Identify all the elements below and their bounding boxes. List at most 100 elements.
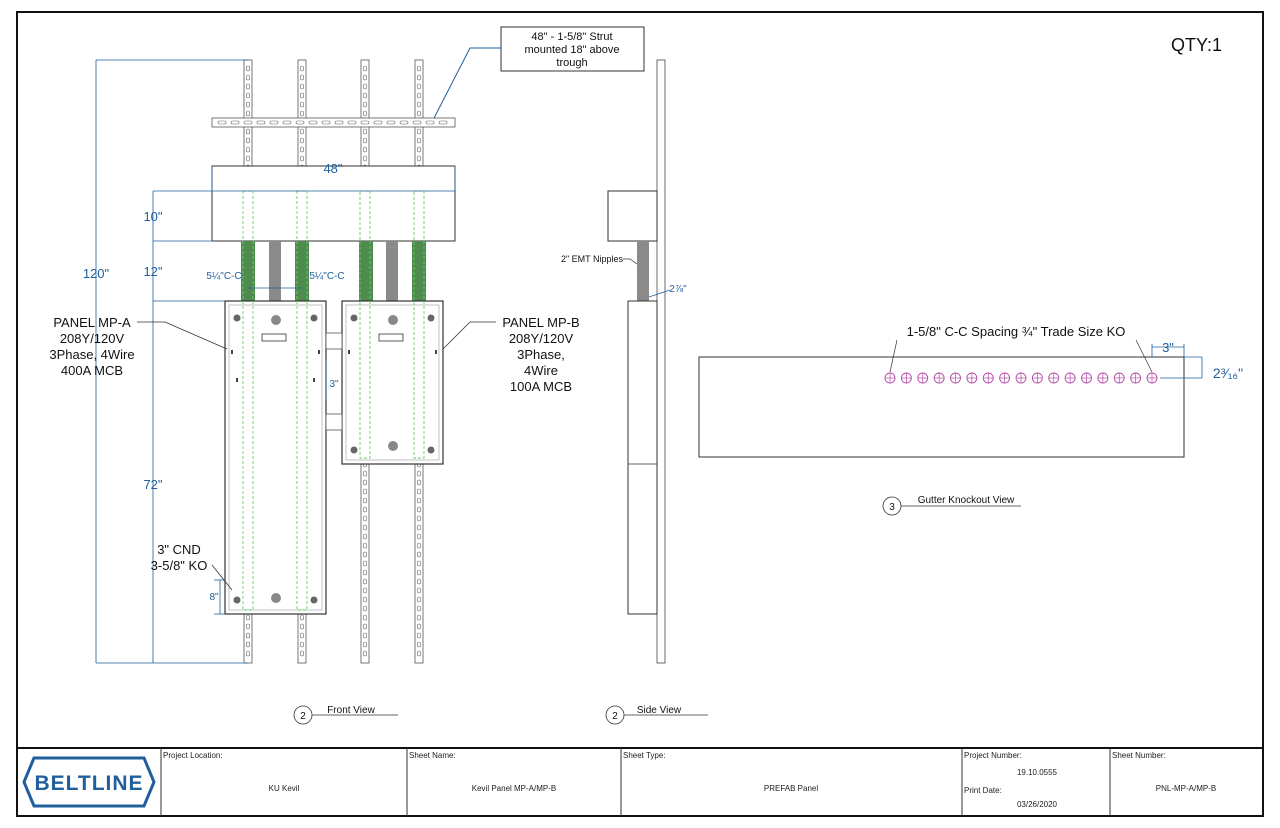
- knockout: [966, 372, 978, 384]
- view-title-front: 2 Front View: [293, 705, 398, 725]
- side-panel: [627, 300, 658, 615]
- svg-text:100A MCB: 100A MCB: [510, 379, 572, 394]
- qty-label: QTY:1: [1171, 35, 1222, 55]
- side-view-drawing: 2" EMT Nipples 2⅞": [561, 59, 687, 664]
- dim-cc-a: 5¼"C-C: [206, 270, 241, 282]
- side-trough: [607, 190, 658, 242]
- knockout: [999, 372, 1011, 384]
- trough: [211, 165, 456, 242]
- svg-text:2: 2: [300, 711, 306, 722]
- knockout: [1081, 372, 1092, 384]
- strut-callout: 48" - 1-5/8" Strut mounted 18" above tro…: [431, 26, 645, 123]
- side-strut: [656, 59, 666, 664]
- dim-side-278: 2⅞": [669, 284, 687, 295]
- panel-mp-a: [224, 300, 327, 615]
- project-number-label: Project Number:: [964, 751, 1022, 760]
- knockout: [982, 372, 994, 384]
- project-number-value: 19.10.0555: [1017, 768, 1058, 777]
- dim-12: 12": [143, 264, 162, 279]
- knockout: [1031, 372, 1043, 384]
- knockout: [917, 372, 929, 384]
- dimension-lines: [95, 59, 456, 664]
- strut-slot: [386, 120, 396, 125]
- panel-b-label: PANEL MP-B 208Y/120V 3Phase, 4Wire 100A …: [442, 315, 580, 394]
- panel-mp-b: [341, 300, 444, 465]
- front-view-drawing: 120" 48" 10" 12" 72" 3" 8" 5¼"C-C 5¼"C-C…: [49, 59, 580, 664]
- print-date-value: 03/26/2020: [1017, 800, 1058, 809]
- conduit-gray-2: [386, 241, 398, 301]
- strut-slot: [373, 120, 383, 125]
- strut-callout-line1: 48" - 1-5/8" Strut: [531, 31, 612, 43]
- view-title-gutter: 3 Gutter Knockout View: [882, 495, 1021, 516]
- panel-a-label: PANEL MP-A 208Y/120V 3Phase, 4Wire 400A …: [49, 315, 228, 378]
- svg-text:3-5/8" KO: 3-5/8" KO: [151, 558, 208, 573]
- strut-slot: [269, 120, 279, 125]
- svg-text:2: 2: [612, 711, 618, 722]
- strut-slot: [295, 120, 305, 125]
- sheet-type-label: Sheet Type:: [623, 751, 666, 760]
- sheet-number-value: PNL-MP-A/MP-B: [1156, 784, 1216, 793]
- strut-slot: [217, 120, 227, 125]
- strut-slot: [256, 120, 266, 125]
- conduit-gray-1: [269, 241, 281, 301]
- svg-text:Side View: Side View: [637, 705, 682, 716]
- knockout: [1015, 372, 1027, 384]
- title-block: BELTLINE Project Location: KU Kevil Shee…: [17, 747, 1263, 816]
- svg-text:Gutter Knockout View: Gutter Knockout View: [918, 495, 1015, 506]
- strut-slot: [347, 120, 357, 125]
- svg-text:Front View: Front View: [327, 705, 375, 716]
- knockout: [1146, 372, 1158, 384]
- side-emt-nipple: [637, 241, 649, 301]
- svg-text:208Y/120V: 208Y/120V: [60, 331, 125, 346]
- knockout: [933, 372, 945, 384]
- conduit-green-2: [295, 241, 309, 301]
- strut-slot: [360, 120, 370, 125]
- knockout-row: [884, 372, 1158, 384]
- svg-text:400A MCB: 400A MCB: [61, 363, 123, 378]
- strut-slot: [438, 120, 448, 125]
- knockout: [1113, 372, 1125, 384]
- strut-slot: [334, 120, 344, 125]
- strut-slot: [425, 120, 435, 125]
- dim-48: 48": [323, 161, 342, 176]
- svg-text:PANEL MP-B: PANEL MP-B: [502, 315, 579, 330]
- knockout: [884, 372, 896, 384]
- dim-gutter-2316: 2³⁄₁₆": [1213, 365, 1243, 381]
- project-location-value: KU Kevil: [269, 784, 300, 793]
- knockout: [1064, 372, 1076, 384]
- knockout: [1097, 372, 1109, 384]
- sheet-name-value: Kevil Panel MP-A/MP-B: [472, 784, 556, 793]
- dim-120: 120": [83, 266, 110, 281]
- knockout: [900, 372, 912, 384]
- dim-gutter-3: 3": [1162, 340, 1174, 355]
- sheet-type-value: PREFAB Panel: [764, 784, 818, 793]
- ko-spacing-callout: 1-5/8" C-C Spacing ¾" Trade Size KO: [907, 324, 1126, 339]
- print-date-label: Print Date:: [964, 786, 1002, 795]
- dim-8: 8": [209, 592, 219, 603]
- strut-slot: [230, 120, 240, 125]
- knockout: [950, 372, 961, 384]
- view-title-side: 2 Side View: [605, 705, 708, 725]
- conduit-green-1: [241, 241, 255, 301]
- svg-text:3Phase, 4Wire: 3Phase, 4Wire: [49, 347, 134, 362]
- strut-slot: [243, 120, 253, 125]
- strut-slot: [308, 120, 318, 125]
- panel-nipple-top: [325, 332, 343, 350]
- svg-text:PANEL MP-A: PANEL MP-A: [53, 315, 131, 330]
- sheet-name-label: Sheet Name:: [409, 751, 456, 760]
- dim-10: 10": [143, 209, 162, 224]
- gutter-knockout-drawing: 1-5/8" C-C Spacing ¾" Trade Size KO 3" 2…: [698, 324, 1243, 458]
- dim-72: 72": [143, 477, 162, 492]
- dim-cc-b: 5¼"C-C: [309, 270, 344, 282]
- dim-3: 3": [329, 379, 339, 390]
- knockout: [1048, 372, 1060, 384]
- strut-slot: [412, 120, 422, 125]
- cnd-callout: 3" CND 3-5/8" KO: [151, 542, 233, 591]
- project-location-label: Project Location:: [163, 751, 223, 760]
- panel-nipple-bottom: [325, 413, 343, 431]
- svg-text:208Y/120V: 208Y/120V: [509, 331, 574, 346]
- svg-text:3: 3: [889, 502, 895, 513]
- sheet-border: [16, 11, 1264, 817]
- sheet-number-label: Sheet Number:: [1112, 751, 1166, 760]
